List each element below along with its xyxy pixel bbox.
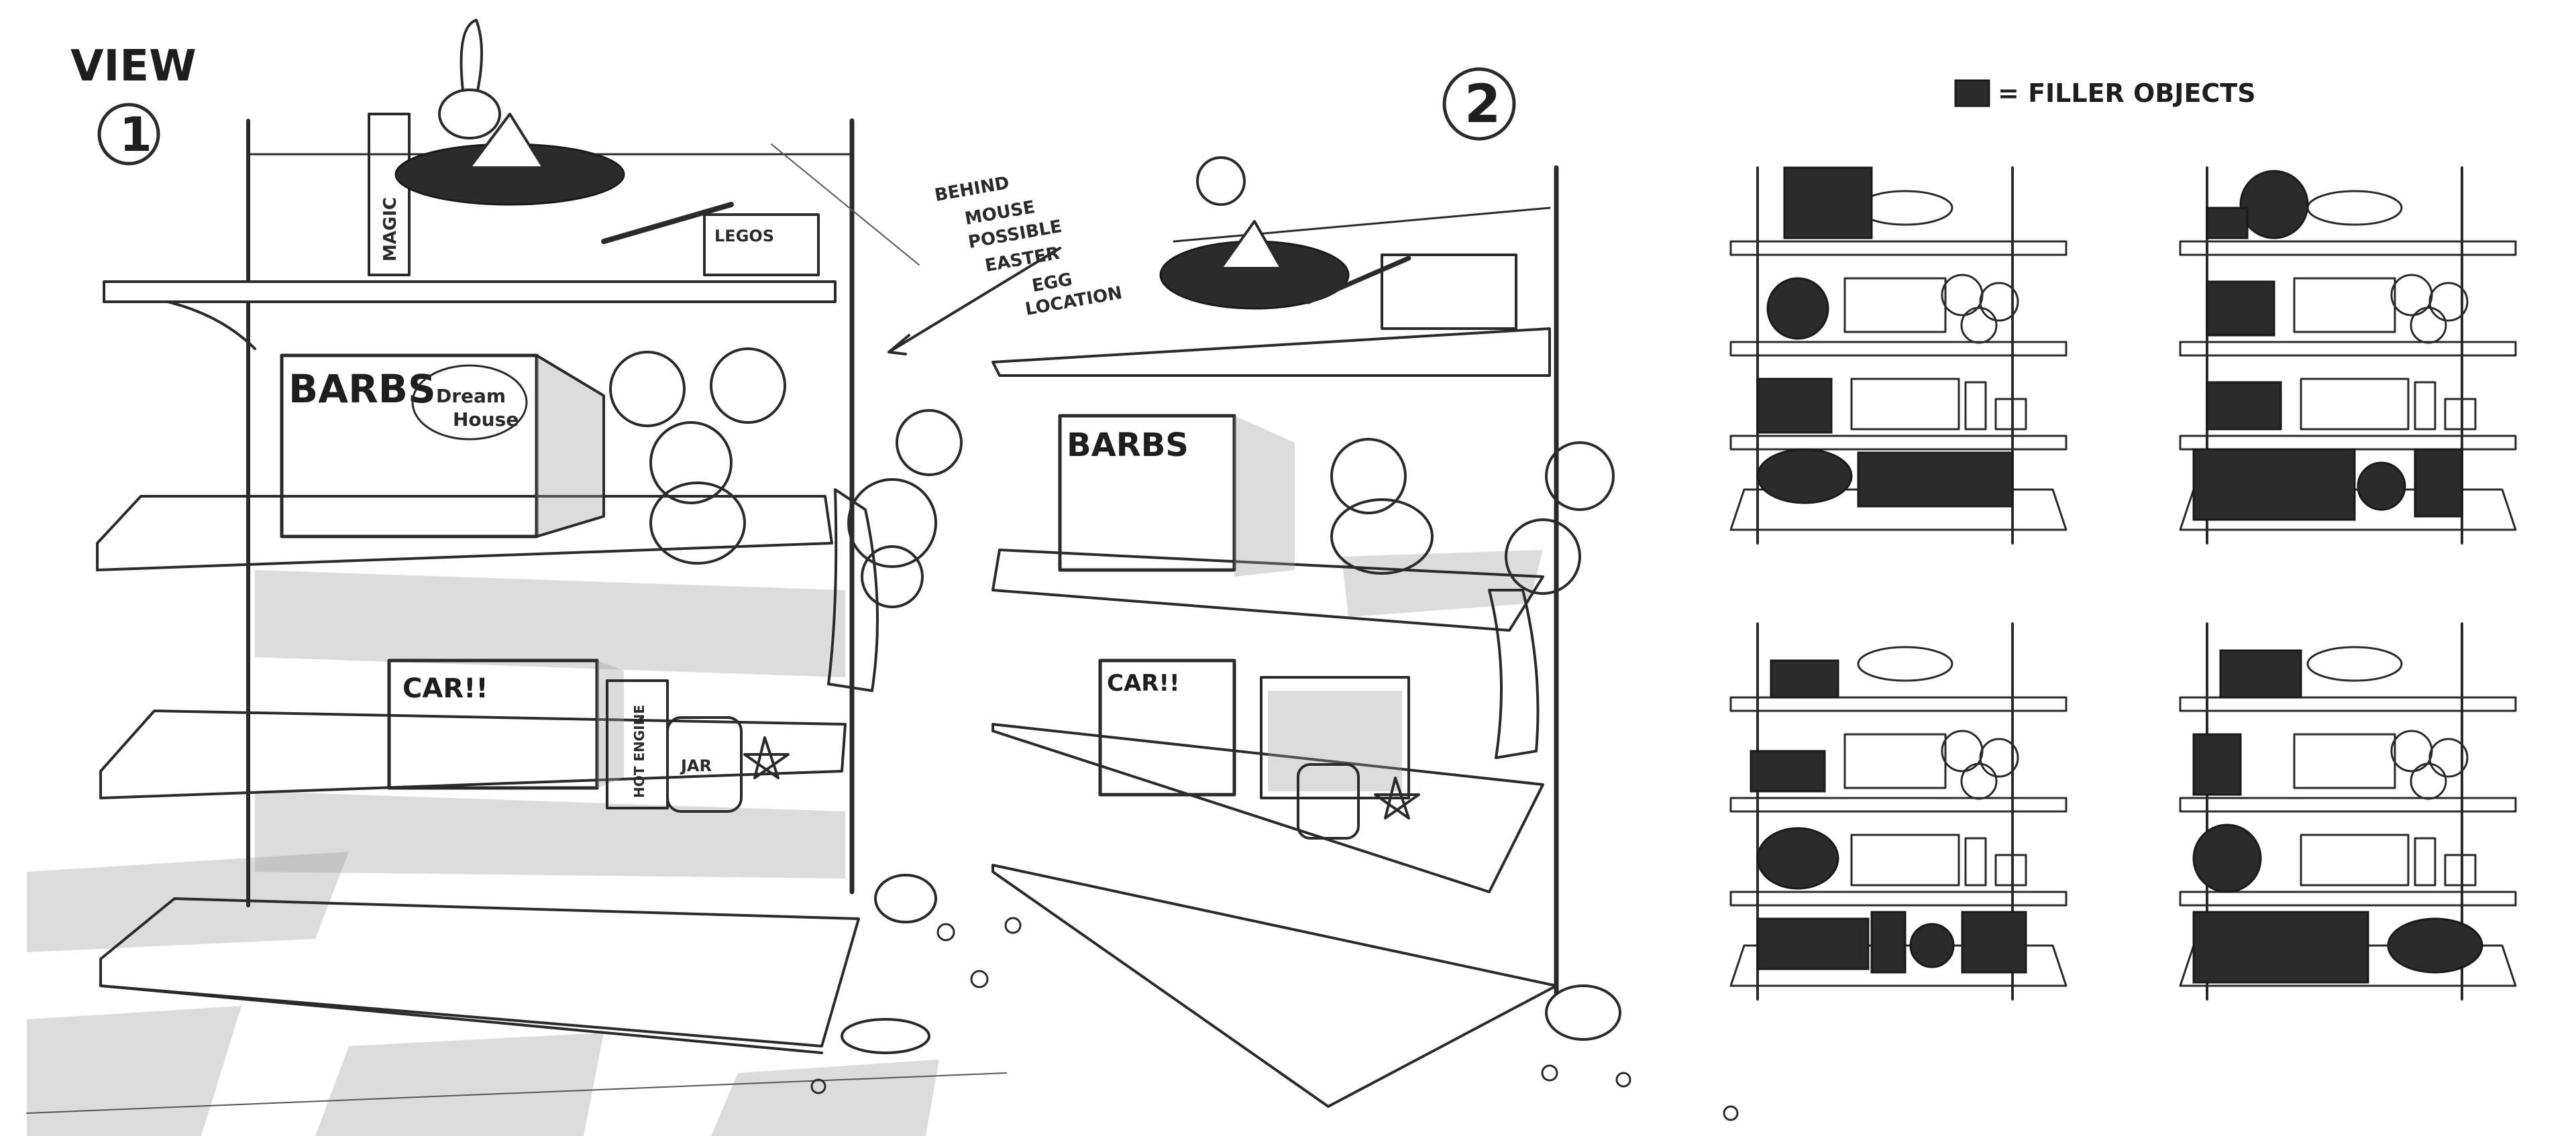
dream-box-brand: BARBS <box>288 366 436 412</box>
filler-swatch-icon <box>1954 79 1990 107</box>
variant-c <box>1729 622 2068 1001</box>
view-1-badge: 1 <box>97 103 160 166</box>
view-2-number: 2 <box>1464 74 1501 135</box>
note-line-1: BEHIND <box>933 173 1011 206</box>
dream-box-sub2: House <box>453 408 519 431</box>
easter-egg-note: BEHIND MOUSE POSSIBLE EASTER EGG LOCATIO… <box>771 144 1124 355</box>
legend-text: = FILLER OBJECTS <box>1998 78 2256 108</box>
view-2-props: BARBS CAR!! <box>1058 156 1615 840</box>
view-1-props: MAGIC LEGOS BARBS Dream House CAR!! <box>280 19 963 813</box>
arrow-icon <box>888 247 1061 355</box>
v2-box-brand: BARBS <box>1067 427 1189 464</box>
legos-box-label: LEGOS <box>714 227 774 245</box>
view-title: VIEW <box>70 42 197 91</box>
magic-book-label: MAGIC <box>380 197 400 262</box>
jar-label: JAR <box>680 756 712 775</box>
spilled-jars <box>810 874 1739 1121</box>
variant-a <box>1729 166 2068 545</box>
car-box-label: CAR!! <box>402 673 488 704</box>
variant-d <box>2179 622 2517 1001</box>
variant-b <box>2179 166 2517 545</box>
checker-floor <box>26 852 1007 1136</box>
filler-legend: = FILLER OBJECTS <box>1954 78 2256 108</box>
engine-box-label: HOT ENGINE <box>631 705 647 798</box>
view-1-number: 1 <box>119 107 152 162</box>
v2-car-box-label: CAR!! <box>1107 670 1179 697</box>
view-2-badge: 2 <box>1442 67 1516 141</box>
view-1-shelf-unit <box>96 118 860 1054</box>
dream-box-sub1: Dream <box>436 385 506 407</box>
